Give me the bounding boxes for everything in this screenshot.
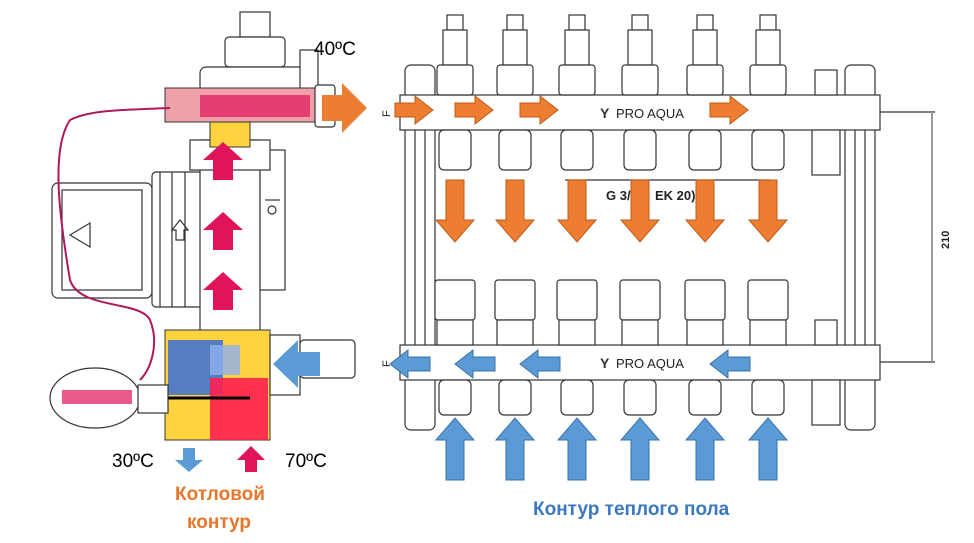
right-bracket xyxy=(844,64,876,431)
return-in-arrow xyxy=(273,340,320,388)
up-arrow-3 xyxy=(556,417,598,481)
brand-logo-top: Y xyxy=(600,105,610,121)
left-bracket xyxy=(404,64,436,431)
capillary-tube xyxy=(57,107,171,381)
outlet-4 xyxy=(619,14,661,416)
return-temp-label: 30ºC xyxy=(112,451,154,472)
brand-logo-bottom: Y xyxy=(600,355,610,371)
supply-flow-arrow-2 xyxy=(454,94,494,126)
floor-circuit-label: Контур теплого пола xyxy=(533,499,730,520)
up-arrow-5 xyxy=(684,417,726,481)
down-arrow-6 xyxy=(747,179,789,243)
up-arrow-6 xyxy=(747,417,789,481)
outlet-1 xyxy=(434,14,476,416)
thermostatic-head xyxy=(49,367,169,429)
supply-arrow xyxy=(322,83,367,133)
supply-flow-arrow-4 xyxy=(709,94,749,126)
outlet-3 xyxy=(556,14,598,416)
boiler-circuit-label-2: контур xyxy=(187,512,251,533)
thread-label-right: EK 20) xyxy=(655,188,695,203)
brand-top: PRO AQUA xyxy=(616,106,684,121)
top-valve-cap xyxy=(239,11,271,38)
down-arrow-2 xyxy=(494,179,536,243)
thread-label-left: G 3/ xyxy=(606,188,631,203)
down-arrow-3 xyxy=(556,179,598,243)
up-arrow-1 xyxy=(434,417,476,481)
pump-flow-arrows xyxy=(203,142,243,310)
pump-housing xyxy=(61,189,143,291)
return-out-arrow xyxy=(175,448,203,472)
outlet-6 xyxy=(747,14,789,416)
supply-temp-label: 40ºC xyxy=(314,39,356,60)
mixing-unit xyxy=(49,11,367,472)
return-flow-arrow-3 xyxy=(519,348,561,380)
down-arrow-5 xyxy=(684,179,726,243)
outlet-5 xyxy=(684,14,726,416)
return-flow-arrow-1 xyxy=(389,348,431,380)
supply-flow-arrow-1 xyxy=(394,94,434,126)
dimension-label: 210 xyxy=(940,231,952,249)
return-flow-arrow-4 xyxy=(709,348,751,380)
up-arrow-2 xyxy=(494,417,536,481)
brand-bottom: PRO AQUA xyxy=(616,356,684,371)
boiler-in-arrow xyxy=(237,446,265,472)
supply-flow-arrow-3 xyxy=(519,94,559,126)
flange-label-top: F xyxy=(381,110,393,117)
outlet-2 xyxy=(494,14,536,416)
flange-label-bottom: F xyxy=(381,360,393,367)
down-arrow-4 xyxy=(619,179,661,243)
down-arrow-1 xyxy=(434,179,476,243)
up-arrow-4 xyxy=(619,417,661,481)
return-flow-arrow-2 xyxy=(454,348,496,380)
manifold: PRO AQUA PRO AQUA Y Y F F 210 G 3/ EK 20… xyxy=(381,14,952,481)
boiler-temp-label: 70ºC xyxy=(285,451,327,472)
boiler-circuit-label-1: Котловой xyxy=(175,484,265,505)
